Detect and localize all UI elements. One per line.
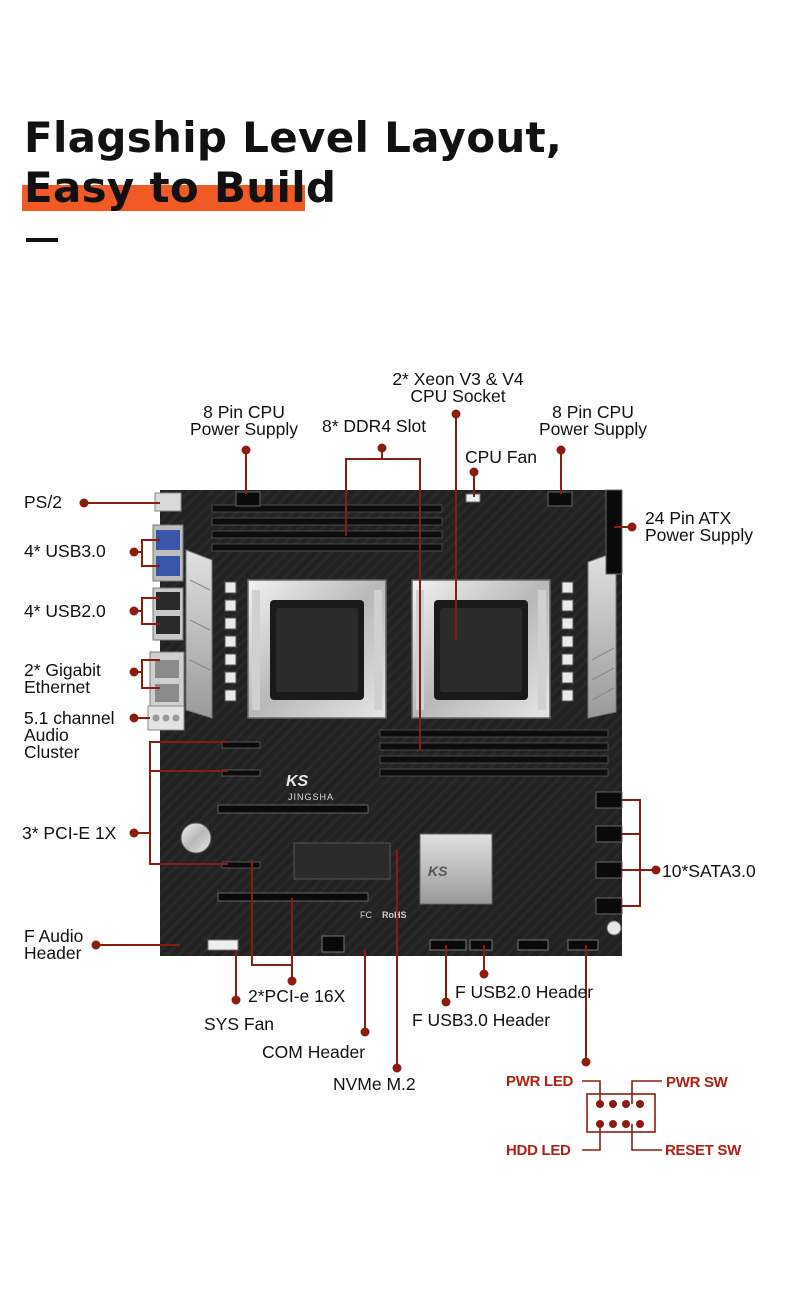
front-panel-pin-diagram <box>582 1080 662 1151</box>
label-faudio-line2: Header <box>24 943 82 963</box>
svg-text:JINGSHA: JINGSHA <box>288 792 334 802</box>
label-gigabit-line2: Ethernet <box>24 677 91 697</box>
sata-ports <box>595 791 623 915</box>
label-cpu-fan: CPU Fan <box>465 447 537 467</box>
chipset-heatsink: KS <box>419 833 493 905</box>
label-sys-fan: SYS Fan <box>204 1014 275 1034</box>
dimm-slots-bottom <box>379 729 609 777</box>
cpu-power-right-connector <box>547 491 573 507</box>
atx-24pin-connector <box>605 489 623 575</box>
cpu-socket-right <box>411 579 551 719</box>
label-sata: 10*SATA3.0 <box>662 861 756 881</box>
cpu-power-left-connector <box>235 491 261 507</box>
label-com-header: COM Header <box>262 1042 366 1062</box>
label-audio-line2: Audio <box>24 725 69 745</box>
label-cpu-power-left-line2: Power Supply <box>190 419 298 439</box>
label-cpu-power-right-line2: Power Supply <box>539 419 647 439</box>
cpu-socket-left <box>247 579 387 719</box>
label-usb2: 4* USB2.0 <box>24 601 106 621</box>
vrm-heatsink-left <box>185 549 213 719</box>
label-pcie-1x: 3* PCI-E 1X <box>22 823 117 843</box>
label-hdd-led: HDD LED <box>506 1142 571 1159</box>
headline-highlight-bar <box>22 185 305 211</box>
label-reset-sw: RESET SW <box>665 1142 741 1159</box>
label-ps2: PS/2 <box>24 492 62 512</box>
label-cpu-power-left-line1: 8 Pin CPU <box>203 402 285 422</box>
headline-line-1: Flagship Level Layout, <box>24 113 563 162</box>
svg-text:KS: KS <box>286 773 309 790</box>
section-dash <box>26 238 58 242</box>
nvme-m2-slot <box>293 842 391 880</box>
cmos-battery <box>180 822 212 854</box>
svg-text:FC: FC <box>360 910 372 920</box>
label-audio-line1: 5.1 channel <box>24 708 115 728</box>
label-audio-cluster: 5.1 channel Audio Cluster <box>24 708 115 762</box>
front-panel-pins <box>596 1100 644 1128</box>
label-front-usb3: F USB3.0 Header <box>412 1010 551 1030</box>
board-logo: KS JINGSHA <box>286 773 334 802</box>
label-gigabit-line1: 2* Gigabit <box>24 660 101 680</box>
label-cpu-power-right: 8 Pin CPU Power Supply <box>526 402 660 439</box>
vrm-chokes <box>224 581 574 702</box>
label-nvme: NVMe M.2 <box>333 1074 416 1094</box>
label-usb3: 4* USB3.0 <box>24 541 106 561</box>
label-pwr-led: PWR LED <box>506 1073 574 1090</box>
headline-line-2: Easy to Build <box>24 163 337 212</box>
label-ddr4: 8* DDR4 Slot <box>322 416 427 436</box>
label-xeon-socket: 2* Xeon V3 & V4 CPU Socket <box>376 369 540 406</box>
label-xeon-line1: 2* Xeon V3 & V4 <box>392 369 524 389</box>
label-front-audio: F Audio Header <box>24 926 84 963</box>
label-gigabit-ethernet: 2* Gigabit Ethernet <box>24 660 101 697</box>
label-audio-line3: Cluster <box>24 742 80 762</box>
label-pcie-16x: 2*PCI-e 16X <box>248 986 346 1006</box>
dimm-slots-top <box>211 504 443 552</box>
svg-text:RoHS: RoHS <box>382 910 407 920</box>
label-pwr-sw: PWR SW <box>666 1074 728 1091</box>
label-cpu-power-right-line1: 8 Pin CPU <box>552 402 634 422</box>
label-xeon-line2: CPU Socket <box>410 386 506 406</box>
label-faudio-line1: F Audio <box>24 926 84 946</box>
label-cpu-power-left: 8 Pin CPU Power Supply <box>176 402 312 439</box>
debug-display <box>321 935 345 953</box>
label-atx-line2: Power Supply <box>645 525 753 545</box>
board-pcb <box>160 490 622 956</box>
vrm-heatsink-right <box>587 551 617 719</box>
callout-dots <box>79 409 661 1073</box>
svg-text:KS: KS <box>428 863 448 879</box>
label-front-usb2: F USB2.0 Header <box>455 982 594 1002</box>
label-atx-line1: 24 Pin ATX <box>645 508 732 528</box>
label-atx-power: 24 Pin ATX Power Supply <box>645 508 753 545</box>
mount-hole <box>606 920 622 936</box>
bottom-headers <box>207 939 599 951</box>
rear-io-cluster <box>147 492 185 731</box>
